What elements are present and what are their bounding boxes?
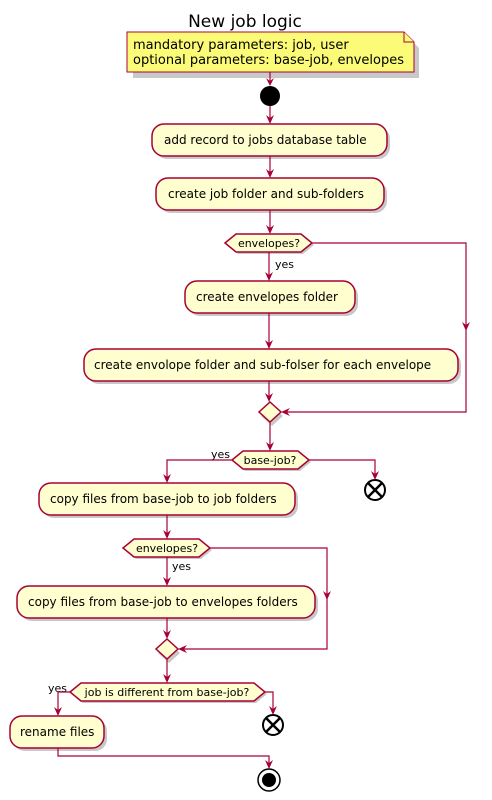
activity-label: add record to jobs database table bbox=[164, 133, 367, 147]
decision-envelopes-1: envelopes? bbox=[223, 233, 314, 254]
start-node bbox=[260, 86, 280, 106]
decision-label: base-job? bbox=[244, 454, 297, 467]
activity-rename-files: rename files bbox=[9, 715, 107, 751]
activity-create-envelope-each: create envolope folder and sub-folser fo… bbox=[83, 348, 461, 384]
decision-label: envelopes? bbox=[238, 237, 300, 250]
decision-label: job is different from base-job? bbox=[84, 686, 250, 699]
stop-node bbox=[257, 768, 281, 792]
note-line-optional: optional parameters: base-job, envelopes bbox=[133, 53, 404, 68]
flow-edges bbox=[54, 72, 470, 769]
decision-job-different: job is different from base-job? bbox=[68, 682, 267, 703]
activity-create-job-folder: create job folder and sub-folders bbox=[155, 177, 387, 213]
merge-node-2 bbox=[154, 637, 180, 663]
activity-label: create envolope folder and sub-folser fo… bbox=[94, 358, 431, 372]
note-line-mandatory: mandatory parameters: job, user bbox=[133, 38, 349, 53]
merge-node-1 bbox=[257, 400, 283, 426]
activity-label: copy files from base-job to job folders bbox=[50, 492, 277, 506]
branch-label-yes: yes bbox=[172, 560, 191, 573]
activity-copy-job-folders: copy files from base-job to job folders bbox=[38, 482, 298, 518]
decision-label: envelopes? bbox=[136, 542, 198, 555]
activity-create-envelopes-folder: create envelopes folder bbox=[184, 280, 358, 316]
activity-label: create job folder and sub-folders bbox=[168, 187, 364, 201]
activity-copy-envelopes-folders: copy files from base-job to envelopes fo… bbox=[16, 585, 318, 621]
decision-envelopes-2: envelopes? bbox=[121, 538, 212, 559]
branch-label-yes: yes bbox=[275, 258, 294, 271]
branch-label-yes: yes bbox=[211, 448, 230, 461]
decision-base-job: base-job? bbox=[230, 450, 311, 471]
end-flow-node-2 bbox=[262, 714, 284, 736]
end-flow-node-1 bbox=[364, 479, 386, 501]
activity-label: copy files from base-job to envelopes fo… bbox=[28, 595, 298, 609]
activity-label: create envelopes folder bbox=[196, 290, 338, 304]
activity-label: rename files bbox=[20, 725, 94, 739]
activity-add-record: add record to jobs database table bbox=[151, 123, 390, 159]
diagram-title: New job logic bbox=[188, 12, 302, 32]
parameters-note: mandatory parameters: job, user optional… bbox=[126, 31, 419, 78]
